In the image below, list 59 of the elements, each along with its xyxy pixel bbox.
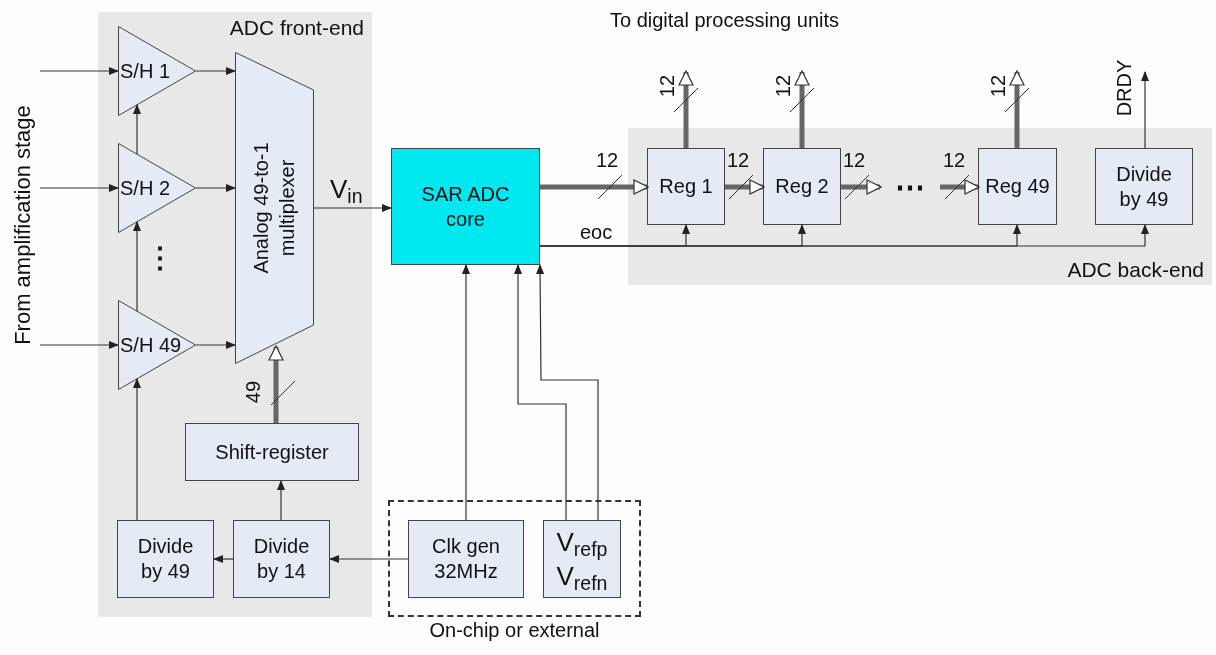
arrow: [133, 104, 141, 155]
edge-label: 12: [843, 150, 866, 170]
bus-arrow: [841, 179, 882, 195]
edge-label: eoc: [580, 222, 613, 242]
arrow: [39, 184, 119, 192]
arrow: [195, 184, 236, 192]
bus-arrow: [268, 345, 284, 423]
input-label: From amplification stage: [12, 105, 34, 345]
block-label: V$_{refn}$: [556, 560, 608, 593]
arrow: [536, 264, 599, 521]
block-label: Divide by 49: [136, 534, 195, 584]
bus-arrow: [678, 70, 694, 148]
block-label: SAR ADC core: [420, 181, 511, 232]
block-label: Analog 49-to-1 multiplexer: [249, 142, 298, 274]
arrow: [39, 341, 119, 349]
arrow: [213, 555, 234, 563]
block-label: V$_{refp}$: [556, 526, 608, 559]
arrow: [39, 67, 119, 75]
edge-label: 12: [988, 74, 1009, 98]
edge-label: 12: [657, 74, 678, 98]
block-label: Divide by 14: [252, 534, 311, 584]
block-label: Divide by 49: [1115, 161, 1173, 212]
arrow: [277, 480, 285, 521]
bus-arrow: [540, 179, 649, 195]
arrow: [313, 204, 392, 212]
arrow: [514, 264, 567, 521]
section-title: ADC back-end: [1067, 256, 1204, 283]
block-label: Reg 49: [985, 174, 1050, 199]
note-text: To digital processing units: [610, 10, 839, 30]
ellipsis: ⋯: [895, 172, 925, 202]
bus-arrow: [725, 179, 765, 195]
bus-arrow: [940, 179, 980, 195]
block-label: Shift-register: [215, 439, 329, 465]
edge-label: 12: [596, 150, 619, 170]
edge-label: 49: [243, 380, 264, 404]
block-label: Reg 2: [775, 174, 829, 199]
ellipsis: ⋮: [146, 244, 174, 272]
arrow: [195, 341, 236, 349]
bus-arrow: [1009, 70, 1025, 148]
block-label: S/H 1: [120, 59, 171, 84]
arrow: [1141, 71, 1149, 149]
group-caption: On-chip or external: [428, 618, 601, 643]
bus-arrow: [794, 70, 810, 148]
edge-label: 12: [773, 74, 794, 98]
edge-label: 12: [943, 150, 966, 170]
edge-label: V$_{in}$: [330, 176, 363, 202]
arrow: [133, 221, 141, 312]
block-label: S/H 49: [120, 333, 182, 358]
block-label: Clk gen 32MHz: [431, 534, 501, 584]
section-title: ADC front-end: [229, 15, 364, 41]
arrow: [329, 555, 409, 563]
arrow: [195, 67, 236, 75]
arrow: [133, 378, 141, 521]
block-label: Reg 1: [659, 174, 713, 199]
block-label: S/H 2: [120, 176, 171, 201]
arrow: [539, 224, 1149, 247]
edge-label: 12: [727, 150, 750, 170]
edge-label: DRDY: [1114, 59, 1135, 117]
arrow: [462, 264, 470, 521]
